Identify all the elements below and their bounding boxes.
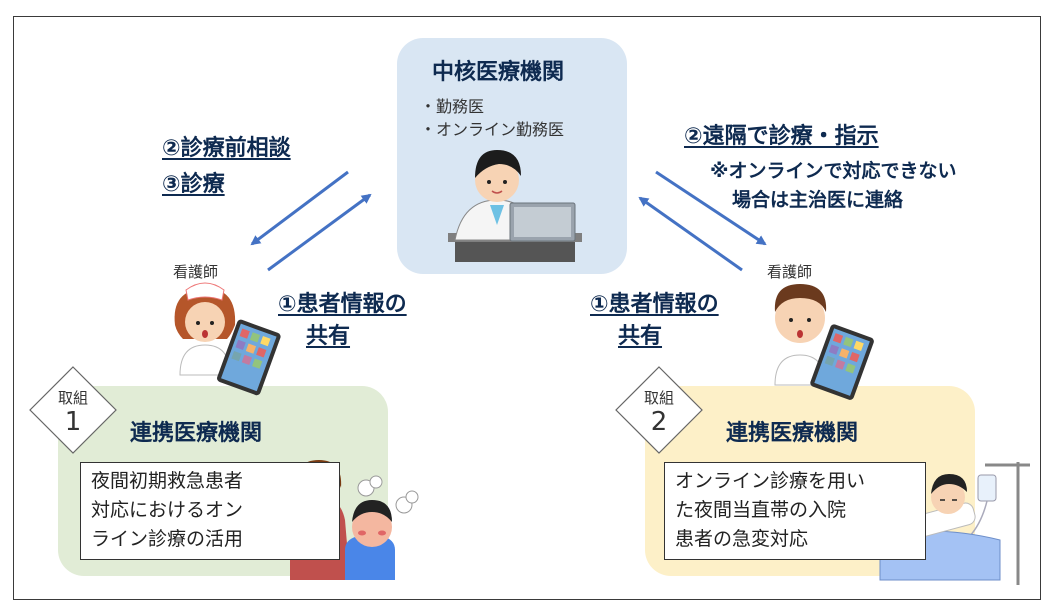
initiative-badge-1-label: 取組 [57,389,88,407]
bullet-online-doctor: ・オンライン勤務医 [420,120,565,139]
diagram-frame [13,16,1041,600]
desc-1-line-2: 対応におけるオン [91,499,244,521]
label-pre-consultation: ②診療前相談 [162,136,291,161]
arrow-to-nurse-right [655,170,767,246]
initiative-badge-2: 取組 2 [614,365,704,455]
desc-1-line-3: ライン診療の活用 [91,528,244,550]
nurse-tablet-icon [174,282,281,396]
initiative-description-1: 夜間初期救急患者 対応におけるオン ライン診療の活用 [80,462,340,560]
core-hospital-title: 中核医療機関 [432,60,565,85]
arrow-to-center-right [638,196,743,272]
bullet-doctor: ・勤務医 [420,97,485,116]
arrow-to-center-left [267,193,372,272]
desc-1-line-1: 夜間初期救急患者 [91,470,244,492]
doctor-laptop-icon [448,150,582,262]
note-line-2: 場合は主治医に連絡 [732,189,904,211]
initiative-badge-1: 取組 1 [28,365,118,455]
partner-hospital-title-2: 連携医療機関 [726,421,859,446]
desc-2-line-1: オンライン診療を用い [675,470,866,492]
label-share-left-2: 共有 [306,324,351,349]
hospital-bed-patient-icon [879,462,1030,585]
label-remote-treatment: ②遠隔で診療・指示 [684,124,879,149]
initiative-badge-2-number: 2 [650,407,668,437]
initiative-badge-2-label: 取組 [643,389,674,407]
label-share-left-1: ①患者情報の [278,292,407,317]
label-share-right-1: ①患者情報の [590,292,719,317]
nurse-label-right: 看護師 [767,263,813,281]
arrow-to-nurse-left [250,170,349,246]
initiative-badge-1-number: 1 [64,407,82,437]
male-nurse-tablet-icon [774,284,874,400]
note-line-1: ※オンラインで対応できない [710,160,957,182]
partner-hospital-title-1: 連携医療機関 [130,421,263,446]
desc-2-line-2: た夜間当直帯の入院 [675,499,847,521]
initiative-description-2: オンライン診療を用い た夜間当直帯の入院 患者の急変対応 [664,462,926,560]
label-share-right-2: 共有 [618,324,663,349]
desc-2-line-3: 患者の急変対応 [675,528,809,550]
nurse-label-left: 看護師 [173,263,219,281]
label-treatment: ③診療 [162,172,225,197]
